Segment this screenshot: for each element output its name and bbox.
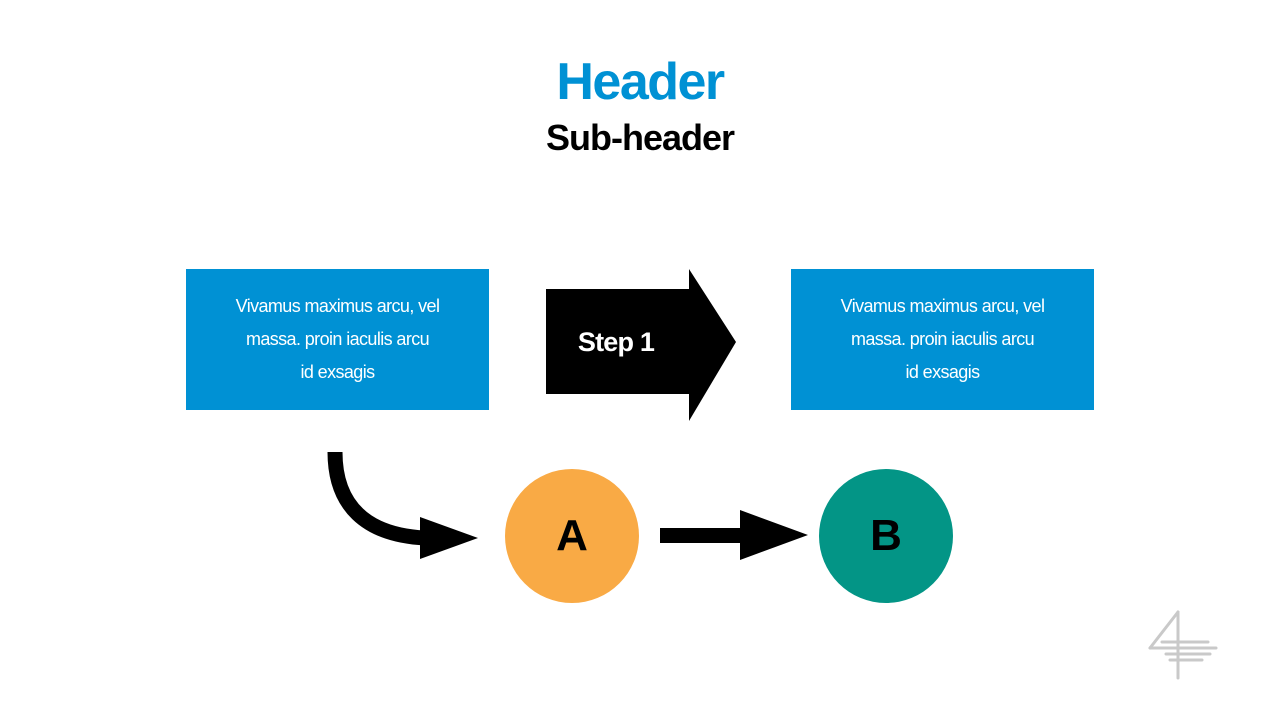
right-text-line-2: massa. proin iaculis arcu xyxy=(850,329,1035,349)
node-a: A xyxy=(505,469,639,603)
straight-arrow-icon xyxy=(660,510,808,560)
left-text-line-2: massa. proin iaculis arcu xyxy=(245,329,430,349)
node-b: B xyxy=(819,469,953,603)
step-label: Step 1 xyxy=(577,327,655,357)
node-b-label: B xyxy=(870,511,902,560)
right-text-line-3: id exsagis xyxy=(905,362,980,382)
step-arrow-shape xyxy=(546,269,736,421)
right-text-line-1: Vivamus maximus arcu, vel xyxy=(840,296,1045,316)
page-subtitle: Sub-header xyxy=(545,117,735,158)
page-title: Header xyxy=(556,53,725,111)
left-text-line-1: Vivamus maximus arcu, vel xyxy=(235,296,440,316)
numeral-four-logo-icon xyxy=(1148,610,1218,680)
left-text-box: Vivamus maximus arcu, vel massa. proin i… xyxy=(186,269,489,410)
curved-arrow-icon xyxy=(327,451,478,559)
right-text-box: Vivamus maximus arcu, vel massa. proin i… xyxy=(791,269,1094,410)
left-text-line-3: id exsagis xyxy=(300,362,375,382)
node-a-label: A xyxy=(556,511,588,560)
